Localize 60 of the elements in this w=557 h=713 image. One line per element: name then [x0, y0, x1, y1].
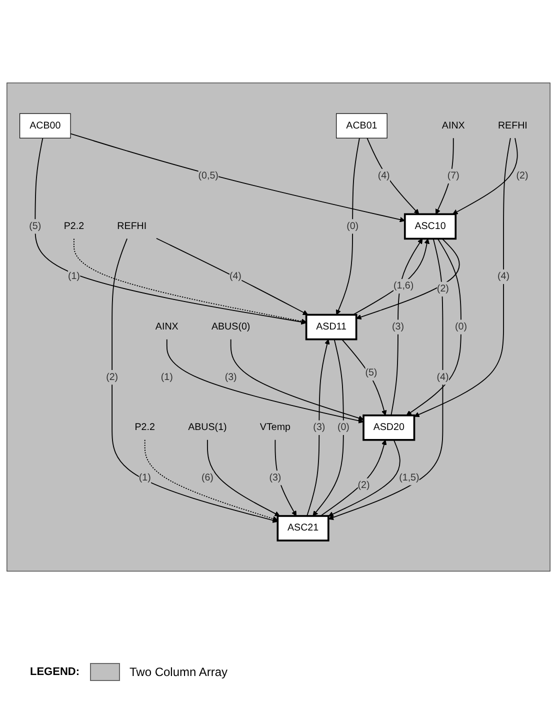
- arrow: [70, 134, 406, 223]
- arrow: [34, 138, 307, 326]
- edge-label: (7): [447, 169, 460, 184]
- signal-label: REFHI: [498, 120, 528, 132]
- signal-label: P2.2: [134, 422, 155, 433]
- signal-label: AINX: [155, 322, 178, 332]
- edge-label: (4): [378, 169, 390, 184]
- arrow: [406, 238, 462, 416]
- arrow: [328, 238, 444, 520]
- edge-label: (1,6): [393, 279, 414, 294]
- array-region: [6, 83, 550, 572]
- edge-label: (1): [138, 471, 151, 486]
- arrow: [74, 238, 307, 324]
- legend-text: Two Column Array: [130, 665, 228, 679]
- arrow: [352, 238, 430, 316]
- signal-label: P2.2: [64, 221, 84, 232]
- arrow: [274, 440, 296, 517]
- edge-label: (5): [365, 366, 378, 382]
- arrow: [435, 138, 454, 215]
- edge-label: (0): [455, 320, 467, 335]
- arrow: [144, 440, 278, 522]
- arrow: [328, 440, 400, 518]
- edge-label: (4): [498, 270, 510, 285]
- block-box: ASD20: [362, 414, 416, 442]
- edge-label: (2): [106, 370, 118, 386]
- block-box: ASD11: [305, 314, 358, 341]
- edge-label: (1,5): [399, 471, 420, 486]
- arrow: [156, 238, 308, 316]
- block-box: ASC21: [276, 516, 330, 542]
- block-box: ACB01: [336, 114, 388, 139]
- edge-label: (0): [337, 420, 350, 436]
- arrow: [356, 238, 460, 320]
- arrow: [390, 238, 423, 416]
- signal-label: ABUS(0): [211, 322, 250, 332]
- arrow: [452, 138, 518, 215]
- arrow: [366, 138, 420, 215]
- arrow: [414, 138, 511, 418]
- signal-label: ABUS(1): [188, 422, 227, 433]
- arrow: [166, 339, 364, 424]
- block-box: ASC10: [404, 214, 457, 240]
- signal-label: VTemp: [260, 422, 290, 433]
- arrow: [230, 339, 364, 422]
- edge-label: (4): [436, 370, 449, 386]
- edge-label: (5): [29, 220, 42, 234]
- edge-label: (3): [392, 320, 404, 335]
- arrow: [112, 238, 278, 524]
- signal-label: AINX: [442, 120, 465, 132]
- legend-heading: LEGEND:: [30, 666, 80, 678]
- edge-label: (2): [436, 282, 449, 297]
- signal-label: REFHI: [117, 221, 147, 232]
- edge-label: (3): [313, 420, 326, 436]
- edge-label: (0): [346, 220, 359, 234]
- block-box: ACB00: [19, 114, 71, 139]
- arrow: [312, 339, 344, 517]
- arrow: [320, 440, 387, 517]
- arrow: [341, 339, 387, 416]
- arrow: [206, 440, 280, 517]
- arrow: [306, 340, 330, 517]
- edge-label: (3): [269, 471, 282, 486]
- arrow: [336, 138, 360, 316]
